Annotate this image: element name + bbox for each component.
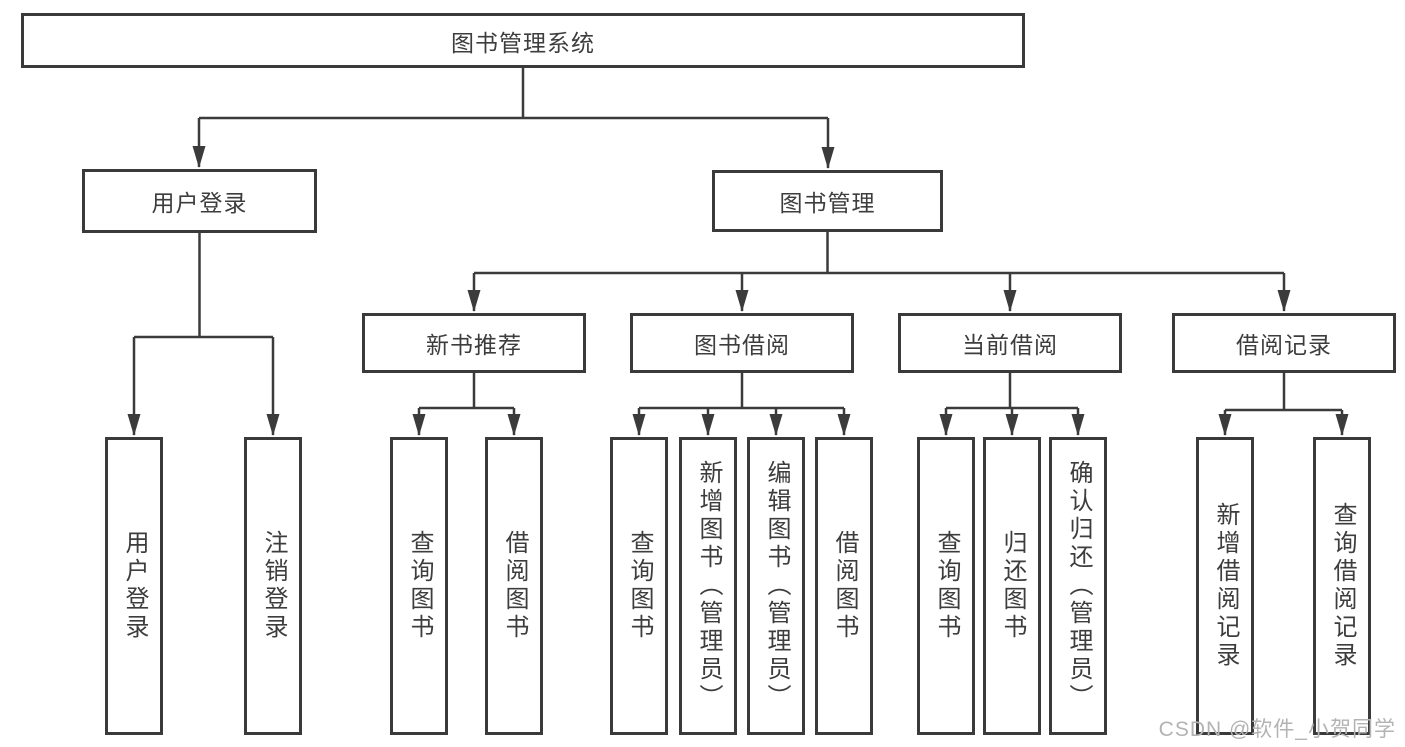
leaf-borrow-books-borrow: 借阅图书: [815, 437, 873, 735]
leaf-query-borrow-record: 查询借阅记录: [1313, 437, 1371, 735]
leaf-confirm-return-admin: 确认归还（管理员）: [1049, 437, 1107, 735]
leaf-borrow-books-recommend: 借阅图书: [485, 437, 543, 735]
arrowheads: [127, 118, 1349, 436]
node-borrow-records: 借阅记录: [1172, 313, 1396, 373]
node-new-book-recommend: 新书推荐: [362, 313, 586, 373]
watermark: CSDN @软件_小贺同学: [1158, 718, 1396, 741]
node-current-borrow: 当前借阅: [898, 313, 1122, 373]
leaf-user-login: 用户登录: [105, 437, 163, 735]
leaf-query-books-borrow: 查询图书: [610, 437, 668, 735]
node-root: 图书管理系统: [21, 13, 1025, 68]
connector-skeleton: [134, 68, 1342, 412]
node-book-management: 图书管理: [712, 170, 943, 232]
node-book-borrow: 图书借阅: [630, 313, 854, 373]
leaf-edit-book-admin: 编辑图书（管理员）: [747, 437, 805, 735]
leaf-logout: 注销登录: [244, 437, 302, 735]
node-user-login: 用户登录: [82, 169, 317, 233]
leaf-add-book-admin: 新增图书（管理员）: [679, 437, 737, 735]
leaf-query-books-current: 查询图书: [917, 437, 975, 735]
leaf-add-borrow-record: 新增借阅记录: [1196, 437, 1254, 735]
leaf-query-books-recommend: 查询图书: [390, 437, 448, 735]
leaf-return-book: 归还图书: [983, 437, 1041, 735]
